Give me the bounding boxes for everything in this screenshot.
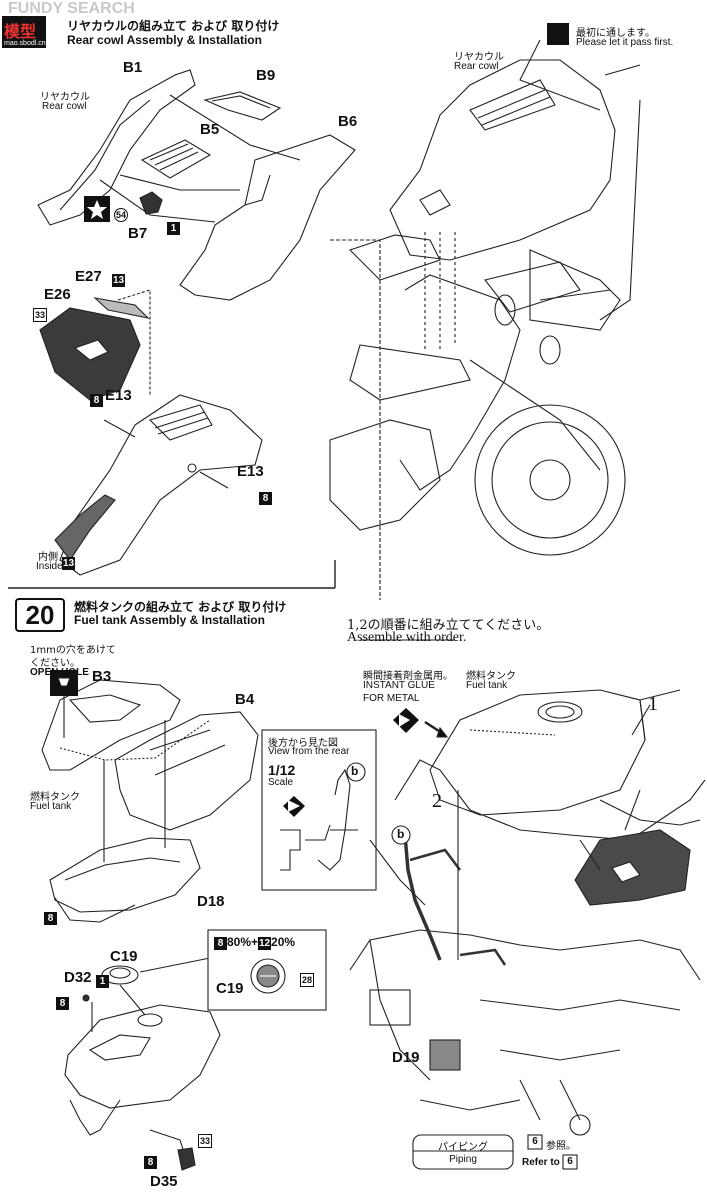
e13a-color-code: 8	[90, 394, 103, 407]
rear-cowl-label-jp: リヤカウル	[40, 92, 90, 103]
callout-b-main: b	[397, 827, 405, 841]
part-d32: D32	[64, 969, 92, 986]
step20-number: 20	[25, 600, 55, 630]
piping-label-jp: パイピング	[438, 1142, 488, 1153]
open-hole-en: OPEN HOLE	[30, 667, 89, 678]
part-b5: B5	[200, 121, 220, 138]
piping-label-en: Piping	[449, 1154, 477, 1165]
b7-decal-code: 54	[114, 208, 128, 222]
part-d35: D35	[150, 1173, 178, 1190]
inside-color-code: 13	[62, 557, 75, 570]
glue-jp: 瞬間接着剤金属用。	[363, 671, 453, 682]
main-rear-cowl-jp: リヤカウル	[454, 52, 504, 63]
watermark-site: mao.sbodl.cn	[4, 40, 46, 47]
order-en: Assemble with order.	[347, 630, 467, 645]
d35-color-code-2: 33	[198, 1134, 212, 1148]
part-c19-left: C19	[110, 948, 138, 965]
order-marker-1: 1	[648, 693, 658, 715]
watermark-cn: 模型	[4, 22, 37, 41]
step19-title-en: Rear cowl Assembly & Installation	[67, 33, 262, 47]
mix-pct-1: 80%	[227, 935, 252, 949]
d35-color-code-1: 8	[144, 1156, 157, 1169]
part-d19: D19	[392, 1049, 420, 1066]
part-c19-inset: C19	[216, 980, 244, 997]
main-rear-cowl-en: Rear cowl	[454, 61, 499, 72]
rear-view-jp: 後方から見た図	[268, 738, 338, 749]
fuel-tank-label-jp: 燃料タンク	[30, 792, 80, 803]
d32-color-code-1: 1	[96, 975, 109, 988]
part-b7: B7	[128, 225, 148, 242]
order-jp: 1,2の順番に組み立ててください。	[347, 618, 550, 633]
watermark-text: FUNDY SEARCH	[8, 0, 135, 17]
inside-label-en: Inside	[36, 561, 63, 572]
part-d18: D18	[197, 893, 225, 910]
glue-en-2: FOR METAL	[363, 693, 420, 704]
ref-step-box: 6	[532, 1136, 538, 1147]
ref-label-jp: 参照。	[546, 1141, 576, 1152]
mix-color-1: 8	[214, 937, 227, 950]
inside-label-jp: 内側	[38, 552, 58, 563]
e27-color-code: 13	[112, 274, 125, 287]
fuel-tank-label-en: Fuel tank	[30, 801, 72, 812]
part-b1: B1	[123, 59, 143, 76]
tank-label-en: Fuel tank	[466, 680, 508, 691]
rear-view-en: View from the rear	[268, 746, 350, 757]
glue-en-1: INSTANT GLUE	[363, 680, 435, 691]
part-b6: B6	[338, 113, 358, 130]
step20-title-jp: 燃料タンクの組み立て および 取り付け	[74, 600, 287, 614]
c19-color-code: 28	[300, 973, 314, 987]
part-e13-right: E13	[237, 463, 264, 480]
b7-color-code: 1	[167, 222, 180, 235]
open-hole-jp-1: 1mmの穴をあけて	[30, 645, 116, 656]
d18-color-code: 8	[44, 912, 57, 925]
scale-value: 1/12	[268, 762, 296, 778]
mix-plus: +	[251, 935, 259, 949]
tank-label-jp: 燃料タンク	[466, 671, 516, 682]
callout-b-inset: b	[351, 764, 359, 778]
part-b9: B9	[256, 67, 276, 84]
rear-cowl-label-en: Rear cowl	[42, 101, 87, 112]
step19-title-jp: リヤカウルの組み立て および 取り付け	[67, 19, 280, 33]
ref-label-en: Refer to	[522, 1157, 560, 1168]
mix-color-2: 12	[258, 937, 272, 950]
order-marker-2: 2	[432, 790, 442, 812]
e26-color-code: 33	[33, 308, 47, 322]
d32-color-code-2: 8	[56, 997, 69, 1010]
ref-step-box-2: 6	[567, 1156, 573, 1167]
pass-first-jp: 最初に通します。	[576, 28, 655, 39]
part-e26: E26	[44, 286, 71, 303]
e13b-color-code: 8	[259, 492, 272, 505]
scale-label: Scale	[268, 777, 294, 788]
step20-title-en: Fuel tank Assembly & Installation	[74, 613, 265, 627]
pass-first-en: Please let it pass first.	[576, 37, 674, 48]
mix-pct-2: 20%	[271, 935, 296, 949]
part-b3: B3	[92, 668, 112, 685]
part-e27: E27	[75, 268, 102, 285]
watermark-badge	[2, 16, 46, 48]
part-e13-top: E13	[105, 387, 132, 404]
part-b4: B4	[235, 691, 255, 708]
open-hole-jp-2: ください。	[30, 658, 80, 669]
